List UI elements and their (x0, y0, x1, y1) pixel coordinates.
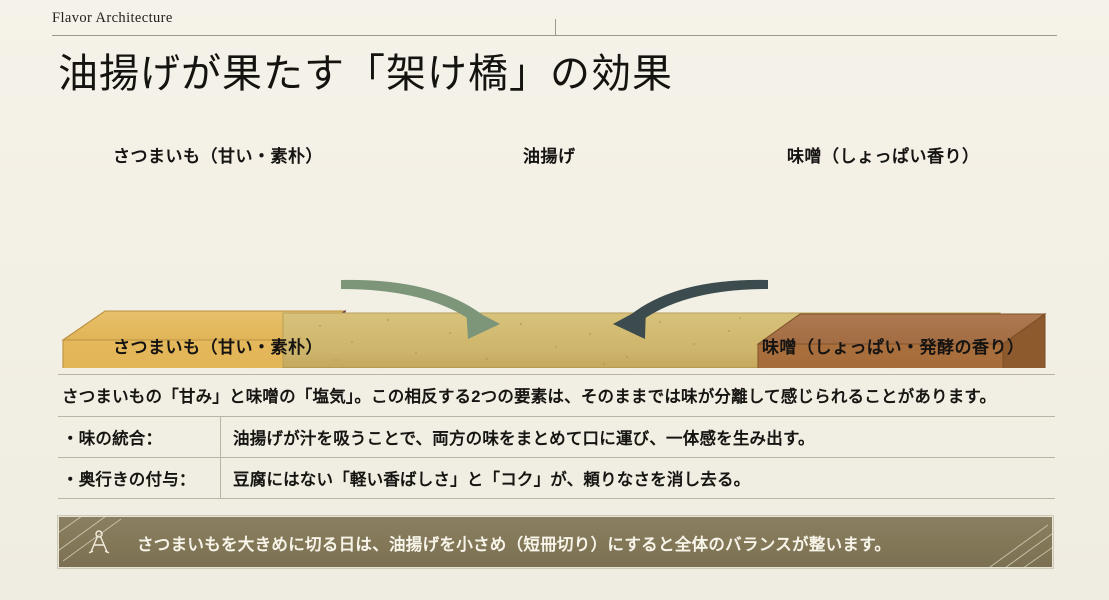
slide-header: Flavor Architecture (52, 10, 1057, 38)
table-row: ・奥行きの付与： 豆腐にはない「軽い香ばしさ」と「コク」が、頼りなさを消し去る。 (58, 458, 1055, 498)
table-rule-1 (58, 416, 1055, 417)
explanation-table: さつまいもの「甘み」と味噌の「塩気」。この相反する2つの要素は、そのままでは味が… (58, 374, 1055, 499)
header-divider (52, 35, 1057, 36)
table-rule-top (58, 374, 1055, 375)
table-rule-bottom (58, 498, 1055, 499)
table-column-divider (220, 458, 221, 498)
lede-text: さつまいもの「甘み」と味噌の「塩気」。この相反する2つの要素は、そのままでは味が… (62, 388, 997, 406)
bridge-diagram-svg (61, 279, 1047, 368)
label-sweet-potato-bottom: さつまいも（甘い・素朴） (113, 338, 323, 357)
page-title: 油揚げが果たす「架け橋」の効果 (58, 51, 673, 96)
table-column-divider (220, 417, 221, 457)
green-arrow-into-bridge (341, 279, 500, 339)
table-row: ・味の統合： 油揚げが汁を吸うことで、両方の味をまとめて口に運び、一体感を生み出… (58, 417, 1055, 457)
eyebrow-label: Flavor Architecture (52, 10, 173, 26)
miso-block-side-face (1002, 313, 1046, 368)
label-fried-tofu-bridge: 油揚げ (523, 147, 576, 166)
tip-callout-text: さつまいもを大きめに切る日は、油揚げを小さめ（短冊切り）にすると全体のバランスが… (137, 536, 892, 554)
table-rule-2 (58, 457, 1055, 458)
tip-callout: さつまいもを大きめに切る日は、油揚げを小さめ（短冊切り）にすると全体のバランスが… (58, 516, 1053, 568)
table-row-value: 豆腐にはない「軽い香ばしさ」と「コク」が、頼りなさを消し去る。 (233, 471, 751, 489)
bridge-diagram: さつまいも（甘い・素朴） 油揚げ 味噌（しょっぱい香り） さつまいも（甘い・素朴… (0, 128, 1109, 368)
table-row-key: ・味の統合： (62, 430, 163, 448)
compass-icon (88, 530, 110, 554)
dark-arrow-into-bridge (613, 279, 768, 339)
table-row-key: ・奥行きの付与： (62, 471, 196, 489)
table-row-value: 油揚げが汁を吸うことで、両方の味をまとめて口に運び、一体感を生み出す。 (233, 430, 815, 448)
header-divider-tick (555, 19, 556, 36)
label-miso-top: 味噌（しょっぱい香り） (787, 147, 980, 166)
label-miso-bottom: 味噌（しょっぱい・発酵の香り） (762, 338, 1025, 357)
miso-block (756, 313, 1047, 368)
label-sweet-potato-top: さつまいも（甘い・素朴） (113, 147, 323, 166)
